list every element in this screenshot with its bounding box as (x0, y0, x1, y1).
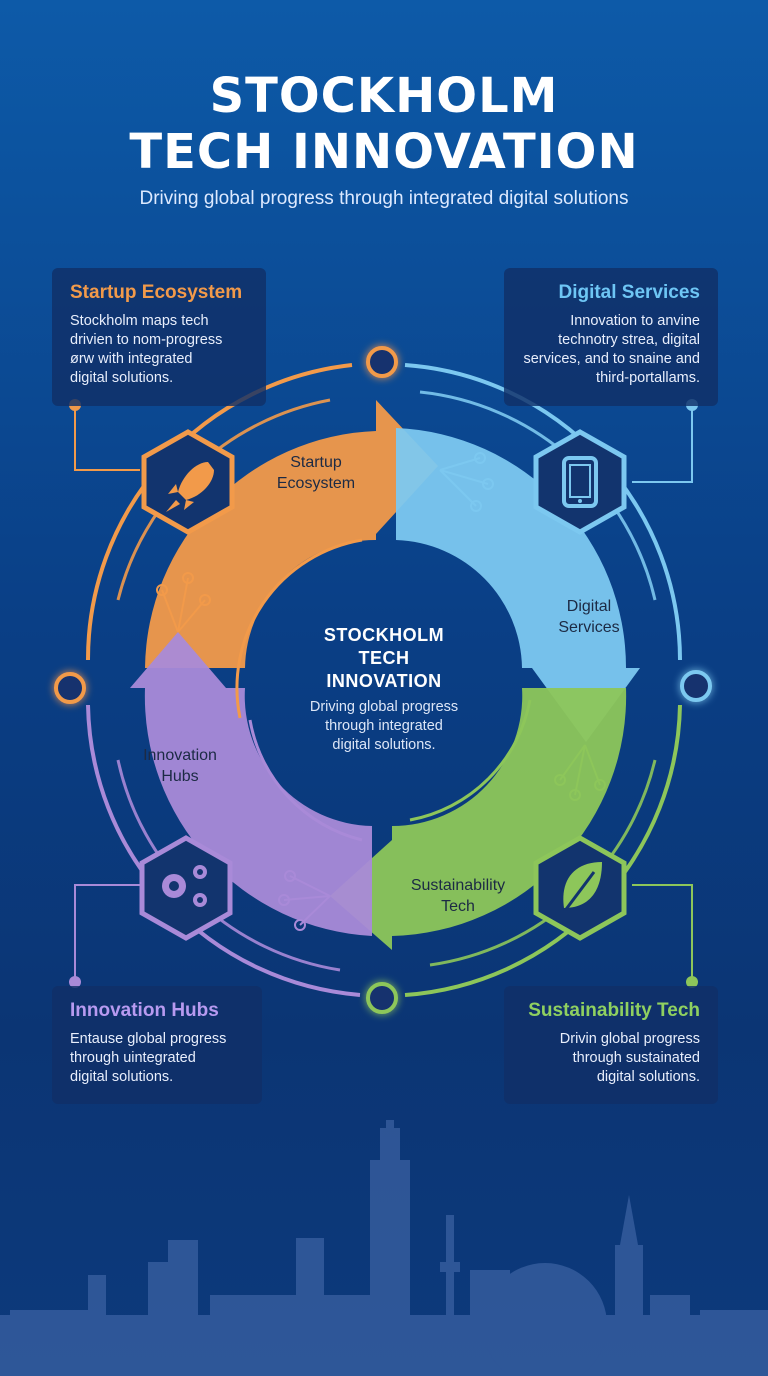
inner-arrows (235, 538, 532, 842)
rocket-icon (166, 462, 214, 512)
page-title: STOCKHOLM TECH INNOVATION (0, 68, 768, 180)
circuit-lines (161, 457, 601, 926)
card-hubs-title: Innovation Hubs (70, 1000, 219, 1021)
segment-hubs-line2: Hubs (161, 768, 199, 785)
node-bottom (366, 982, 398, 1014)
card-startup-line4: digital solutions. (70, 370, 174, 386)
card-digital-services: Digital Services Innovation to anvine te… (504, 268, 718, 406)
title-line-2: TECH INNOVATION (129, 124, 639, 180)
segment-startup-line1: Startup (290, 454, 342, 471)
center-title: STOCKHOLM TECH INNOVATION (284, 624, 484, 693)
card-sustain-line3: digital solutions. (596, 1069, 700, 1085)
center-title-line3: INNOVATION (326, 671, 442, 691)
card-hubs-text: Entause global progress through uintegra… (70, 1030, 244, 1087)
segment-sustain-line1: Sustainability (410, 877, 506, 894)
segment-hubs (130, 632, 372, 936)
card-startup-ecosystem: Startup Ecosystem Stockholm maps tech dr… (52, 268, 266, 406)
ring-nodes (54, 346, 712, 1014)
card-connectors (74, 405, 693, 982)
tablet-icon (562, 456, 598, 508)
segment-digital-line1: Digital (566, 598, 612, 615)
center-sub-line1: Driving global progress (309, 699, 459, 715)
card-startup-title: Startup Ecosystem (70, 282, 243, 303)
card-sustain-text: Drivin global progress through sustainat… (522, 1030, 700, 1087)
card-digital-text: Innovation to anvine technotry strea, di… (522, 312, 700, 388)
card-digital-title: Digital Services (558, 282, 700, 303)
card-digital-line1: Innovation to anvine (570, 313, 700, 329)
card-startup-text: Stockholm maps tech drivien to nom-progr… (70, 312, 248, 388)
segment-hubs-label: Innovation Hubs (120, 745, 240, 787)
center-subtitle: Driving global progress through integrat… (284, 698, 484, 755)
card-sustain-title: Sustainability Tech (528, 1000, 700, 1021)
segment-startup-label: Startup Ecosystem (256, 452, 376, 494)
hex-digital (533, 429, 627, 535)
segment-sustain-label: Sustainability Tech (388, 875, 528, 917)
card-sustain-line1: Drivin global progress (559, 1031, 700, 1047)
segment-digital (396, 428, 640, 742)
hex-hubs (139, 835, 233, 941)
card-hubs-line3: digital solutions. (70, 1069, 174, 1085)
card-digital-line3: services, and to snaine and (523, 351, 700, 367)
center-title-line1: STOCKHOLM (323, 625, 445, 645)
card-startup-line3: ørw with integrated (70, 351, 193, 367)
card-startup-line2: drivien to nom-progress (70, 332, 223, 348)
segment-sustain (330, 688, 627, 950)
hex-sustain (533, 835, 627, 941)
segment-digital-label: Digital Services (529, 596, 649, 638)
hex-startup (141, 429, 235, 535)
card-digital-line2: technotry strea, digital (558, 332, 700, 348)
leaf-icon (562, 862, 602, 913)
node-top (366, 346, 398, 378)
center-sub-line2: through integrated (325, 718, 443, 734)
card-sustainability-tech: Sustainability Tech Drivin global progre… (504, 986, 718, 1104)
center-sub-line3: digital solutions. (332, 737, 436, 753)
segment-hubs-line1: Innovation (143, 747, 217, 764)
gears-icon (162, 865, 207, 907)
card-sustain-line2: through sustainated (572, 1050, 700, 1066)
card-hubs-line1: Entause global progress (70, 1031, 227, 1047)
circuit-dots (156, 452, 606, 931)
segment-startup (145, 400, 438, 668)
city-skyline (0, 1120, 768, 1376)
title-line-1: STOCKHOLM (209, 68, 559, 124)
segment-sustain-line2: Tech (441, 898, 475, 915)
card-startup-line1: Stockholm maps tech (70, 313, 209, 329)
node-left (54, 672, 86, 704)
card-innovation-hubs: Innovation Hubs Entause global progress … (52, 986, 262, 1104)
page-subtitle: Driving global progress through integrat… (139, 188, 629, 209)
center-title-line2: TECH (358, 648, 410, 668)
node-right (680, 670, 712, 702)
card-digital-line4: third-portallams. (596, 370, 700, 386)
card-hubs-line2: through uintegrated (70, 1050, 196, 1066)
segment-startup-line2: Ecosystem (276, 475, 356, 492)
segment-digital-line2: Services (558, 619, 620, 636)
